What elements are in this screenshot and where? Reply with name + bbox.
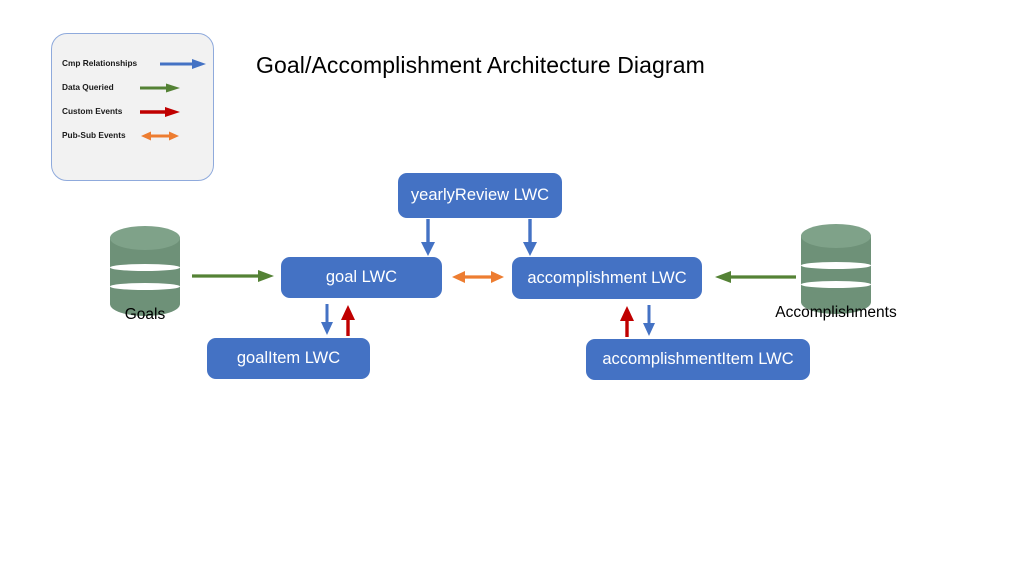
edge-goal-to-goal-item [321,304,333,335]
node-label-goal-item: goalItem LWC [236,349,341,367]
cylinder-gap-1 [110,264,180,271]
edge-accomplishment-item-to-accomplishment [620,306,634,337]
legend-label-data-queried: Data Queried [62,82,114,92]
cylinder-gap-1 [801,262,871,269]
legend-arrow-custom-events [140,105,192,117]
edge-accomplishment-to-accomplishment-item [643,305,655,336]
node-goal-item-lwc[interactable]: goalItem LWC [207,338,370,379]
node-label-yearly-review: yearlyReview LWC [410,186,550,204]
cylinder-gap-2 [801,281,871,288]
node-yearly-review-lwc[interactable]: yearlyReview LWC [398,173,562,218]
node-accomplishment-lwc[interactable]: accomplishment LWC [512,257,702,299]
legend-label-custom-events: Custom Events [62,106,123,116]
database-label-goals: Goals [124,306,166,323]
legend-label-cmp-relationships: Cmp Relationships [62,58,138,68]
edge-goal-item-to-goal [341,305,355,336]
edge-goals-db-to-goal [192,270,274,282]
cylinder-top-disc [801,224,871,248]
edge-yearly-review-to-accomplishment [523,219,537,256]
page-title: Goal/Accomplishment Architecture Diagram [256,52,705,78]
legend-panel: Cmp Relationships Data Queried Custom Ev… [51,33,214,181]
legend-arrow-cmp-relationships [160,57,212,69]
legend-item-custom-events: Custom Events [62,104,210,118]
edge-goal-accomplishment-pubsub [452,271,504,283]
legend-arrow-pub-sub-events [140,129,192,141]
legend-item-pub-sub-events: Pub-Sub Events [62,128,210,142]
database-label-accomplishments: Accomplishments [775,304,897,321]
node-goal-lwc[interactable]: goal LWC [281,257,442,298]
node-label-accomplishment-item: accomplishmentItem LWC [602,350,794,368]
cylinder-bottom-disc [110,292,180,316]
legend-label-pub-sub-events: Pub-Sub Events [62,130,126,140]
node-label-goal: goal LWC [325,268,398,286]
legend-item-data-queried: Data Queried [62,80,210,94]
cylinder-top-disc [110,226,180,250]
cylinder-bottom-disc [801,290,871,314]
legend-arrow-data-queried [140,81,192,93]
edge-accomplishments-db-to-accomplishment [715,271,796,283]
legend-item-cmp-relationships: Cmp Relationships [62,56,210,70]
node-label-accomplishment: accomplishment LWC [527,268,687,287]
node-accomplishment-item-lwc[interactable]: accomplishmentItem LWC [586,339,810,380]
database-goals: Goals [110,226,180,323]
cylinder-gap-2 [110,283,180,290]
database-accomplishments: Accomplishments [775,224,897,321]
edge-yearly-review-to-goal [421,219,435,256]
